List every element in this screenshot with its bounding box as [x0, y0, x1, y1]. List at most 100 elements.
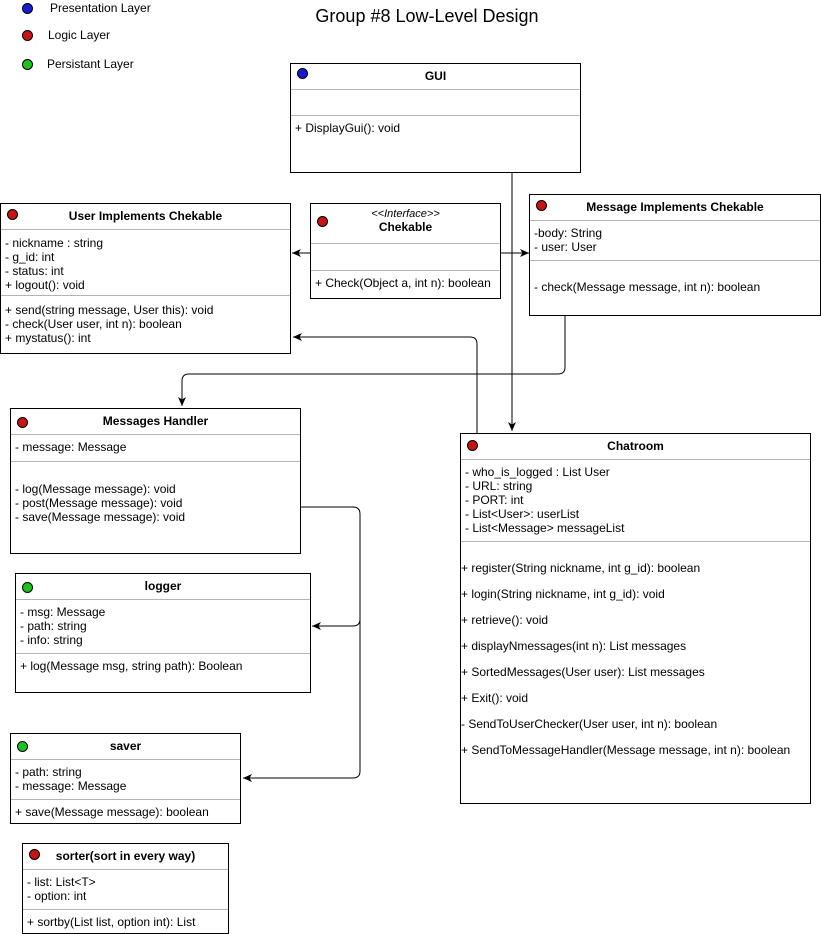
class-header: logger	[16, 574, 310, 600]
method-row: + mystatus(): int	[5, 331, 91, 345]
attribute-row: - info: string	[20, 633, 83, 647]
class-gui[interactable]: GUI + DisplayGui(): void	[290, 63, 581, 173]
attribute-row: - who_is_logged : List User	[465, 465, 610, 479]
class-header: Chatroom	[461, 434, 810, 460]
attribute-row: -body: String	[534, 226, 603, 240]
red-dot-icon	[17, 417, 28, 428]
methods-section: + log(Message msg, string path): Boolean	[16, 654, 310, 676]
method-row: + Check(Object a, int n): boolean	[315, 276, 491, 290]
attribute-row: - g_id: int	[5, 250, 55, 264]
method-row: + retrieve(): void	[461, 613, 549, 627]
class-stereotype: <<Interface>>	[371, 208, 440, 220]
red-dot-icon	[29, 849, 40, 860]
methods-section: + register(String nickname, int g_id): b…	[461, 542, 810, 763]
handler-to-saver-arrow	[243, 619, 361, 782]
method-row: + SortedMessages(User user): List messag…	[461, 665, 705, 679]
green-dot-icon	[22, 59, 33, 70]
chatroom-to-user-arrow	[293, 333, 478, 433]
attribute-row: - message: Message	[15, 779, 127, 793]
method-row: - check(Message message, int n): boolean	[534, 280, 761, 294]
attribute-row: - msg: Message	[20, 605, 106, 619]
red-dot-icon	[467, 440, 478, 451]
class-name: sorter(sort in every way)	[55, 849, 196, 863]
legend-label: Presentation Layer	[50, 1, 151, 15]
attribute-row: - nickname : string	[5, 236, 104, 250]
class-logger[interactable]: logger - msg: Message - path: string - i…	[15, 573, 311, 693]
attribute-row: - URL: string	[465, 479, 533, 493]
method-row: + register(String nickname, int g_id): b…	[461, 561, 701, 575]
class-header: sorter(sort in every way)	[23, 844, 228, 870]
method-row: + send(string message, User this): void	[5, 303, 214, 317]
attribute-row: - option: int	[27, 889, 87, 903]
blue-dot-icon	[22, 3, 33, 14]
attributes-section: - list: List<T> - option: int	[23, 870, 228, 910]
class-name: saver	[109, 739, 142, 753]
class-header: saver	[11, 734, 240, 760]
method-row: + Exit(): void	[461, 691, 529, 705]
methods-section: + sortby(List list, option int): List	[23, 910, 228, 932]
class-chatroom[interactable]: Chatroom - who_is_logged : List User - U…	[460, 433, 811, 804]
attributes-section: - msg: Message - path: string - info: st…	[16, 600, 310, 654]
attributes-section	[311, 244, 500, 271]
attributes-section: - path: string - message: Message	[11, 760, 240, 800]
attribute-row: - PORT: int	[465, 493, 524, 507]
method-row: + login(String nickname, int g_id): void	[461, 587, 665, 601]
red-dot-icon	[7, 209, 18, 220]
interface-chekable[interactable]: <<Interface>> Chekable + Check(Object a,…	[310, 203, 501, 299]
method-row: + DisplayGui(): void	[295, 121, 401, 135]
attributes-section: - nickname : string - g_id: int - status…	[1, 230, 290, 296]
blue-dot-icon	[297, 68, 308, 79]
class-name: GUI	[424, 69, 447, 83]
method-row: + SendToMessageHandler(Message message, …	[461, 743, 791, 757]
attributes-section	[291, 90, 580, 116]
red-dot-icon	[536, 200, 547, 211]
legend-label: Logic Layer	[48, 28, 111, 42]
attribute-row: - status: int	[5, 264, 64, 278]
handler-to-logger-arrow	[301, 506, 361, 630]
class-name: Message Implements Chekable	[586, 200, 764, 214]
class-user[interactable]: User Implements Chekable - nickname : st…	[0, 203, 291, 354]
class-header: Message Implements Chekable	[530, 195, 820, 221]
methods-section: - check(Message message, int n): boolean	[530, 261, 820, 297]
class-name: Chekable	[378, 220, 433, 234]
diagram-title: Group #8 Low-Level Design	[315, 6, 539, 26]
attribute-row: - user: User	[534, 240, 597, 254]
class-header: <<Interface>> Chekable	[311, 204, 500, 244]
attributes-section: - message: Message	[11, 435, 300, 462]
methods-section: + send(string message, User this): void …	[1, 296, 290, 348]
method-row: + save(Message message): boolean	[15, 805, 209, 819]
attributes-section: - who_is_logged : List User - URL: strin…	[461, 460, 810, 542]
methods-section: + DisplayGui(): void	[291, 116, 580, 138]
class-name: Messages Handler	[102, 414, 209, 428]
class-header: GUI	[291, 64, 580, 90]
class-name: Chatroom	[607, 439, 664, 453]
method-row: + sortby(List list, option int): List	[27, 915, 196, 929]
attribute-row: + logout(): void	[5, 278, 85, 292]
class-sorter[interactable]: sorter(sort in every way) - list: List<T…	[22, 843, 229, 934]
class-messages-handler[interactable]: Messages Handler - message: Message - lo…	[10, 408, 301, 554]
attribute-row: - message: Message	[15, 440, 127, 454]
method-row: - save(Message message): void	[15, 510, 186, 524]
class-name: logger	[144, 579, 182, 593]
attribute-row: - path: string	[20, 619, 87, 633]
method-row: - check(User user, int n): boolean	[5, 317, 182, 331]
green-dot-icon	[17, 741, 28, 752]
red-dot-icon	[317, 216, 328, 227]
class-message[interactable]: Message Implements Chekable -body: Strin…	[529, 194, 821, 316]
attributes-section: -body: String - user: User	[530, 221, 820, 261]
method-row: + displayNmessages(int n): List messages	[461, 639, 687, 653]
methods-section: + Check(Object a, int n): boolean	[311, 271, 500, 293]
methods-section: - log(Message message): void - post(Mess…	[11, 462, 300, 527]
legend-label: Persistant Layer	[47, 57, 134, 71]
class-name: User Implements Chekable	[68, 209, 223, 223]
methods-section: + save(Message message): boolean	[11, 800, 240, 822]
red-dot-icon	[22, 30, 33, 41]
class-saver[interactable]: saver - path: string - message: Message …	[10, 733, 241, 824]
method-row: - log(Message message): void	[15, 482, 176, 496]
attribute-row: - List<User>: userList	[465, 507, 580, 521]
method-row: - SendToUserChecker(User user, int n): b…	[461, 717, 718, 731]
message-to-handler-arrow	[178, 316, 566, 406]
class-header: Messages Handler	[11, 409, 300, 435]
green-dot-icon	[22, 582, 33, 593]
